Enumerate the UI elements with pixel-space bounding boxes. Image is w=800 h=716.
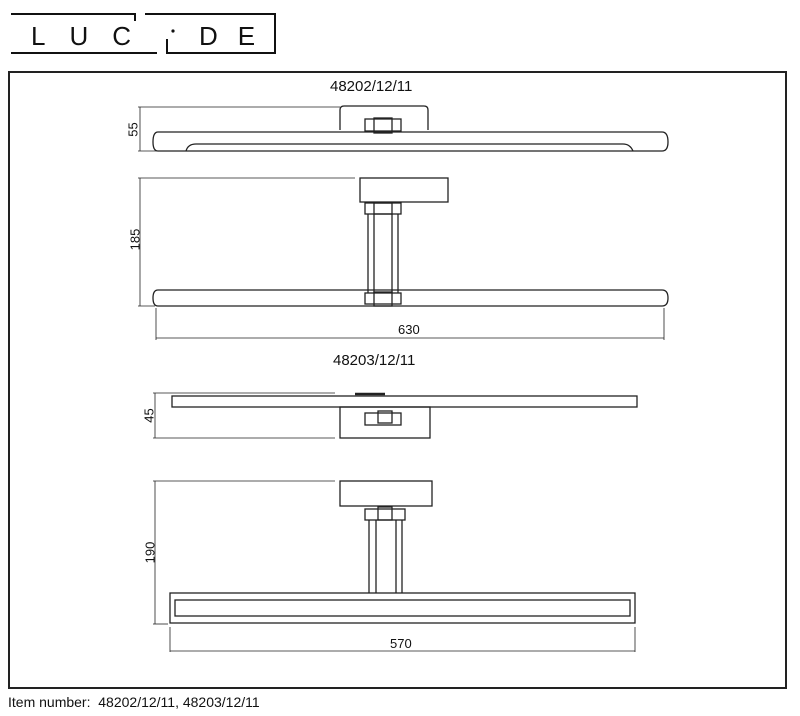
svg-text:DE: DE bbox=[199, 21, 275, 51]
item-number: Item number: 48202/12/11, 48203/12/11 bbox=[8, 694, 260, 710]
lucide-logo: LUC DE bbox=[11, 13, 276, 54]
dim-height-48202-top: 55 bbox=[125, 122, 141, 137]
view-48202-side bbox=[138, 177, 669, 340]
model-title-2: 48203/12/11 bbox=[333, 352, 416, 369]
drawing-frame bbox=[8, 71, 787, 689]
dim-height-48203-top: 45 bbox=[141, 408, 157, 423]
item-number-value: 48202/12/11, 48203/12/11 bbox=[98, 694, 260, 710]
model-title-1: 48202/12/11 bbox=[330, 78, 413, 95]
logo-text: LUC bbox=[31, 21, 155, 51]
dim-width-48203: 570 bbox=[390, 636, 412, 651]
view-48203-top bbox=[153, 392, 638, 439]
item-number-label: Item number: bbox=[8, 694, 91, 710]
view-48203-side bbox=[153, 480, 636, 652]
dim-height-48203-side: 190 bbox=[142, 541, 158, 564]
view-48202-top bbox=[138, 105, 669, 152]
dim-width-48202: 630 bbox=[398, 322, 420, 337]
dim-height-48202-side: 185 bbox=[127, 228, 143, 251]
